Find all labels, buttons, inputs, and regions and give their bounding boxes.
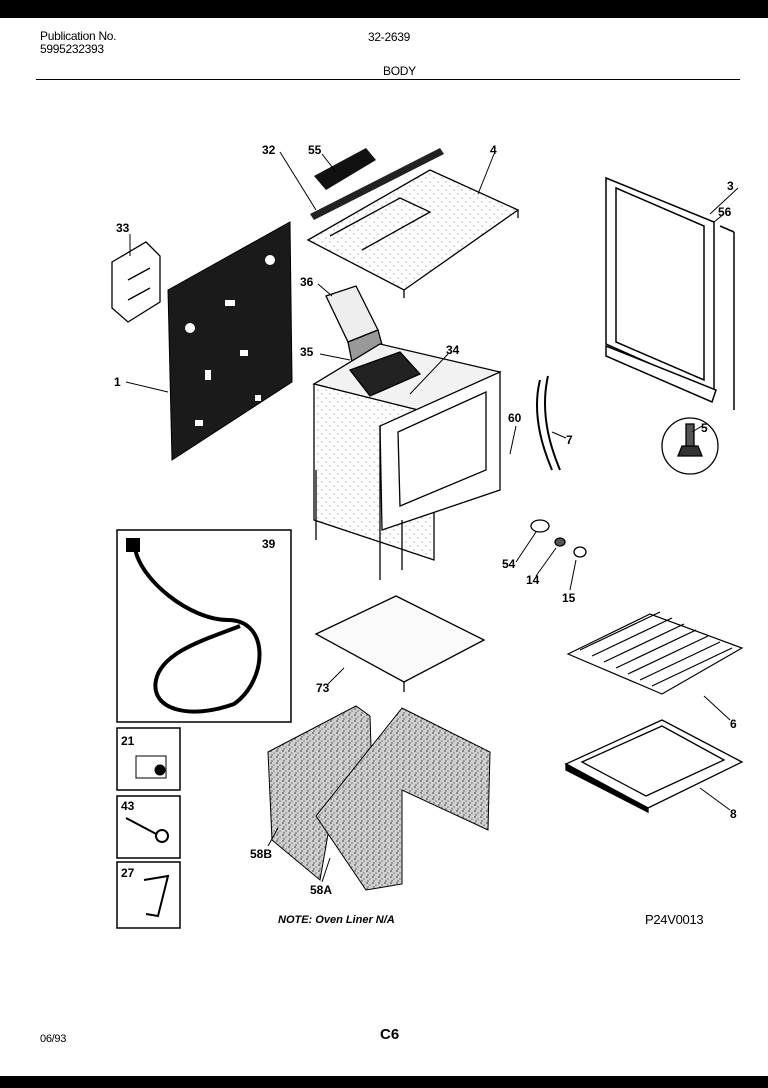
- broiler-pan-part: [564, 719, 744, 814]
- callout-15: 15: [562, 591, 576, 605]
- callout-4: 4: [490, 143, 497, 157]
- callout-73: 73: [316, 681, 330, 695]
- small-parts-boxes: [116, 727, 181, 929]
- leader-lines: [125, 151, 739, 883]
- callout-1: 1: [114, 375, 121, 389]
- publication-label: Publication No.: [40, 29, 117, 43]
- callout-8: 8: [730, 807, 737, 821]
- top-panel-part: [306, 169, 520, 298]
- oven-body-part: [312, 343, 502, 580]
- back-panel-part: [167, 221, 293, 461]
- callout-58a: 58A: [310, 883, 332, 897]
- callout-58b: 58B: [250, 847, 272, 861]
- door-frame-part: [605, 176, 735, 410]
- callout-7: 7: [566, 433, 573, 447]
- bracket-27-icon: [143, 874, 170, 918]
- callout-3: 3: [727, 179, 734, 193]
- callout-14: 14: [526, 573, 540, 587]
- callout-33: 33: [116, 221, 130, 235]
- knob-parts-54-14-15: [530, 519, 587, 558]
- callout-34: 34: [446, 343, 460, 357]
- bracket-33-part: [111, 241, 161, 323]
- callout-55: 55: [308, 143, 322, 157]
- drawing-id: P24V0013: [645, 912, 704, 927]
- callout-54: 54: [502, 557, 516, 571]
- callout-32: 32: [262, 143, 276, 157]
- bottom-tray-part: [314, 595, 486, 692]
- header-rule: [36, 79, 740, 80]
- top-border-bar: [0, 0, 768, 18]
- insulation-part: [267, 705, 491, 891]
- callout-43: 43: [121, 799, 135, 813]
- oven-liner-note: NOTE: Oven Liner N/A: [278, 914, 395, 926]
- element-7-part: [536, 375, 561, 471]
- callout-5: 5: [701, 421, 708, 435]
- callout-60: 60: [508, 411, 522, 425]
- callout-27: 27: [121, 866, 135, 880]
- bottom-border-bar: [0, 1076, 768, 1088]
- leveling-leg-detail: [661, 417, 719, 475]
- clip-21-icon: [135, 755, 167, 779]
- callout-56: 56: [718, 205, 732, 219]
- callout-36: 36: [300, 275, 314, 289]
- publication-number: 5995232393: [40, 42, 104, 56]
- page-number: C6: [380, 1026, 400, 1043]
- part-55: [314, 148, 376, 190]
- power-cord-box: [116, 529, 292, 723]
- model-number: 32-2639: [368, 30, 410, 44]
- callout-35: 35: [300, 345, 314, 359]
- callout-39: 39: [262, 537, 276, 551]
- callout-21: 21: [121, 734, 135, 748]
- oven-rack-part: [566, 611, 744, 695]
- publication-date: 06/93: [40, 1033, 67, 1045]
- callout-6: 6: [730, 717, 737, 731]
- screw-43-icon: [125, 817, 169, 843]
- section-title: BODY: [383, 64, 416, 78]
- strip-32-part: [310, 148, 444, 220]
